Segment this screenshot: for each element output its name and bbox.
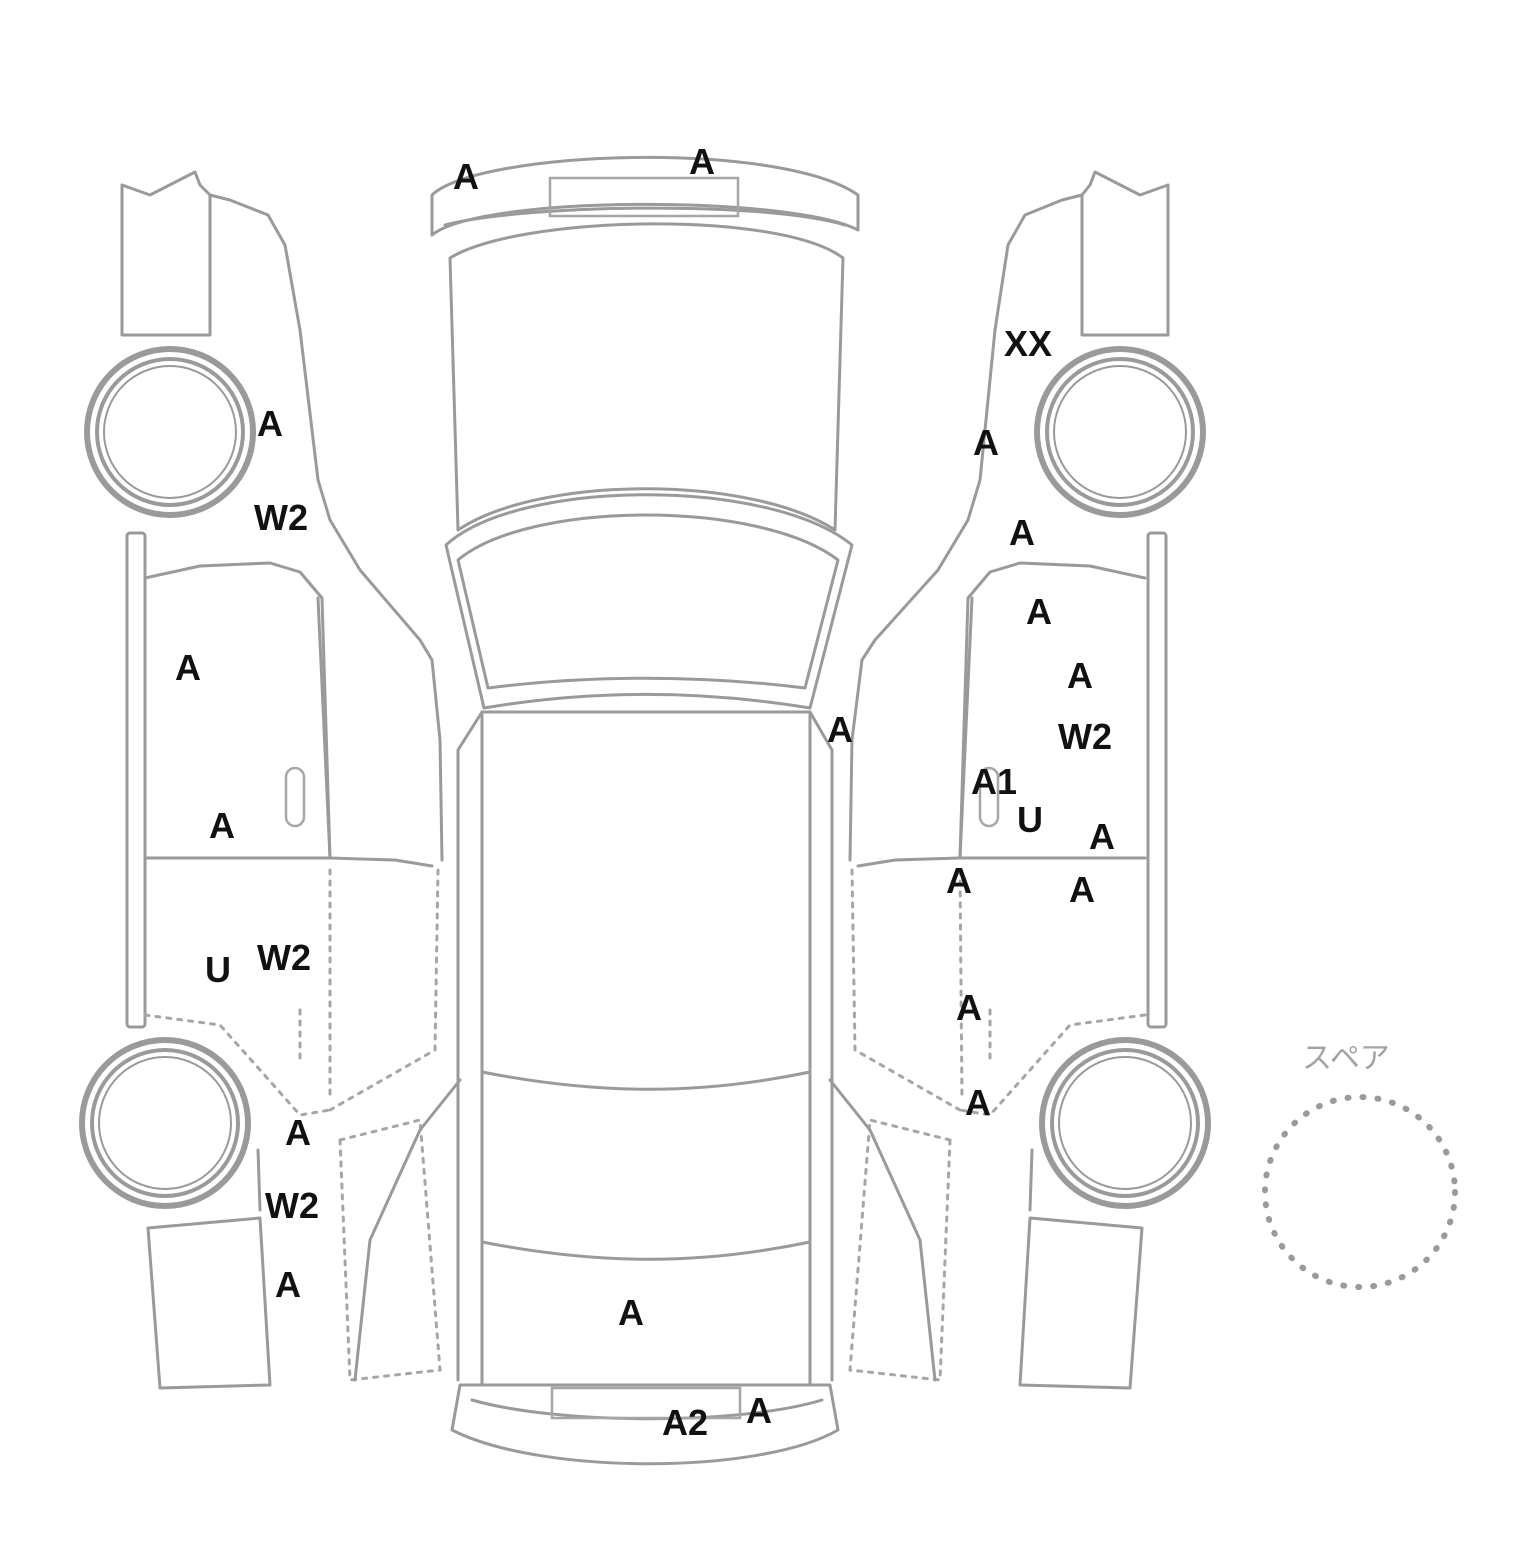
mark-right-front-door-2: A (1067, 655, 1093, 696)
mark-trunk: A (618, 1292, 644, 1333)
right-side-view (828, 170, 1211, 1390)
mark-left-front-door: A (175, 647, 201, 688)
mark-right-front-door-w2: W2 (1058, 716, 1112, 757)
mark-right-front-door-a1: A1 (970, 761, 1018, 802)
mark-left-fender-lower: W2 (254, 497, 308, 538)
mark-right-front-door-lower: A (1089, 816, 1115, 857)
mark-rear-bumper-right: A (746, 1390, 772, 1431)
mark-left-rear-quarter: A (285, 1112, 311, 1153)
mark-right-fender-xx: XX (1003, 323, 1053, 364)
left-rear-tire (79, 1037, 251, 1209)
mark-right-rear-door-mid: A (956, 987, 982, 1028)
mark-right-fender-lower: A (1009, 512, 1035, 553)
mark-left-rear-door-w2: W2 (257, 937, 311, 978)
mark-right-rear-door-right: A (1069, 869, 1095, 910)
mark-left-rear-quarter-w2: W2 (265, 1185, 319, 1226)
mark-right-front-door-1: A (1026, 591, 1052, 632)
mark-front-bumper-left: A (453, 156, 479, 197)
spare-tire-outline (1262, 1094, 1458, 1290)
mark-right-rear-door-top: A (946, 860, 972, 901)
mark-left-front-door-lower: A (209, 805, 235, 846)
spare-tire: スペア (1262, 1041, 1458, 1290)
left-front-tire (84, 346, 256, 518)
right-rear-tire (1039, 1037, 1211, 1209)
mark-left-rear-quarter-lower: A (275, 1264, 301, 1305)
mark-left-fender: A (257, 403, 283, 444)
mark-right-pillar: A (827, 709, 853, 750)
mark-rear-bumper-a2: A2 (661, 1402, 709, 1443)
mark-front-bumper-center: A (689, 141, 715, 182)
top-view (430, 155, 860, 1466)
right-door-handle (978, 766, 1000, 828)
mark-right-rear-door-lower: A (965, 1082, 991, 1123)
right-front-tire (1034, 346, 1206, 518)
mark-left-rear-door-u: U (205, 949, 231, 990)
left-side-view (79, 170, 462, 1390)
spare-label: スペア (1302, 1041, 1390, 1076)
mark-right-fender: A (973, 422, 999, 463)
left-door-handle (284, 766, 306, 828)
mark-right-front-door-u: U (1017, 799, 1043, 840)
